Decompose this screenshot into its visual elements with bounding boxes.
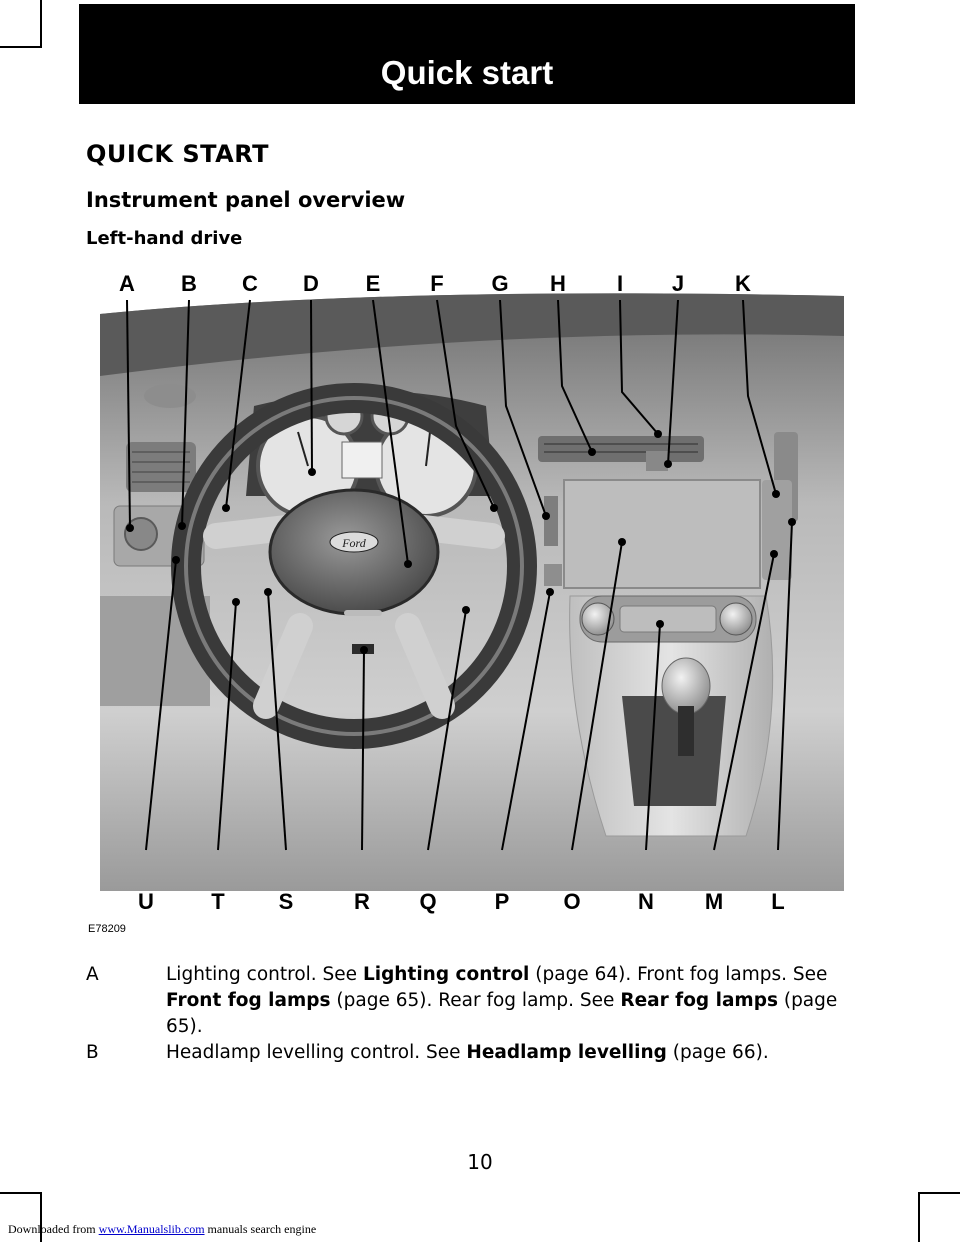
section-title: QUICK START [86, 140, 270, 168]
callout-label-l: L [771, 889, 784, 914]
callout-label-c: C [242, 271, 258, 296]
callout-label-t: T [211, 889, 225, 914]
legend-letter: B [86, 1042, 99, 1063]
callout-label-r: R [354, 889, 370, 914]
legend-text-part: Lighting control. See [166, 964, 363, 985]
crop-mark [918, 1192, 960, 1194]
cross-reference: Headlamp levelling [466, 1042, 667, 1063]
callout-label-i: I [617, 271, 623, 296]
legend-text-part: (page 66). [666, 1042, 769, 1063]
legend-text-part: (page 65). [166, 990, 838, 1037]
figure-id: E78209 [88, 923, 126, 935]
ford-logo-text: Ford [341, 536, 367, 550]
crop-mark [918, 1192, 920, 1242]
footer-suffix: manuals search engine [204, 1222, 317, 1236]
callout-label-f: F [430, 271, 443, 296]
variant-title: Left-hand drive [86, 228, 243, 249]
cross-reference: Front fog lamps [166, 990, 331, 1011]
callout-label-a: A [119, 271, 135, 296]
cross-reference: Lighting control [362, 964, 530, 985]
legend-text-part: (page 64). Front fog lamps. See [529, 964, 828, 985]
crop-mark [0, 1192, 40, 1194]
footer: Downloaded from www.Manualslib.com manua… [8, 1222, 316, 1237]
callout-label-b: B [181, 271, 197, 296]
callout-label-s: S [279, 889, 294, 914]
legend-entry-a: A Lighting control. See Lighting control… [86, 962, 866, 1040]
legend-text: Headlamp levelling control. See Headlamp… [166, 1040, 866, 1066]
callout-label-u: U [138, 889, 154, 914]
crop-mark [40, 1192, 42, 1242]
footer-prefix: Downloaded from [8, 1222, 99, 1236]
callout-label-q: Q [419, 889, 436, 914]
crop-mark [40, 0, 42, 48]
header-bar: Quick start [79, 4, 855, 104]
cross-reference: Rear fog lamps [620, 990, 778, 1011]
legend-text: Lighting control. See Lighting control (… [166, 962, 866, 1040]
instrument-panel-illustration: Ford [86, 266, 858, 938]
legend-letter: A [86, 964, 99, 985]
callout-label-k: K [735, 271, 751, 296]
callout-label-g: G [491, 271, 508, 296]
callout-label-j: J [672, 271, 684, 296]
callout-label-n: N [638, 889, 654, 914]
header-title: Quick start [380, 54, 554, 91]
legend-text-part: (page 65). Rear fog lamp. See [330, 990, 621, 1011]
callout-label-o: O [563, 889, 580, 914]
legend-entry-b: B Headlamp levelling control. See Headla… [86, 1040, 866, 1066]
callout-label-p: P [495, 889, 510, 914]
callout-label-m: M [705, 889, 723, 914]
callout-label-e: E [366, 271, 381, 296]
dashboard-drawing: Ford [88, 271, 844, 935]
subsection-title: Instrument panel overview [86, 188, 406, 212]
callout-label-d: D [303, 271, 319, 296]
legend-text-part: Headlamp levelling control. See [166, 1042, 467, 1063]
crop-mark [0, 46, 40, 48]
manualslib-link[interactable]: www.Manualslib.com [98, 1222, 205, 1236]
page-number: 10 [467, 1150, 493, 1174]
callout-label-h: H [550, 271, 566, 296]
